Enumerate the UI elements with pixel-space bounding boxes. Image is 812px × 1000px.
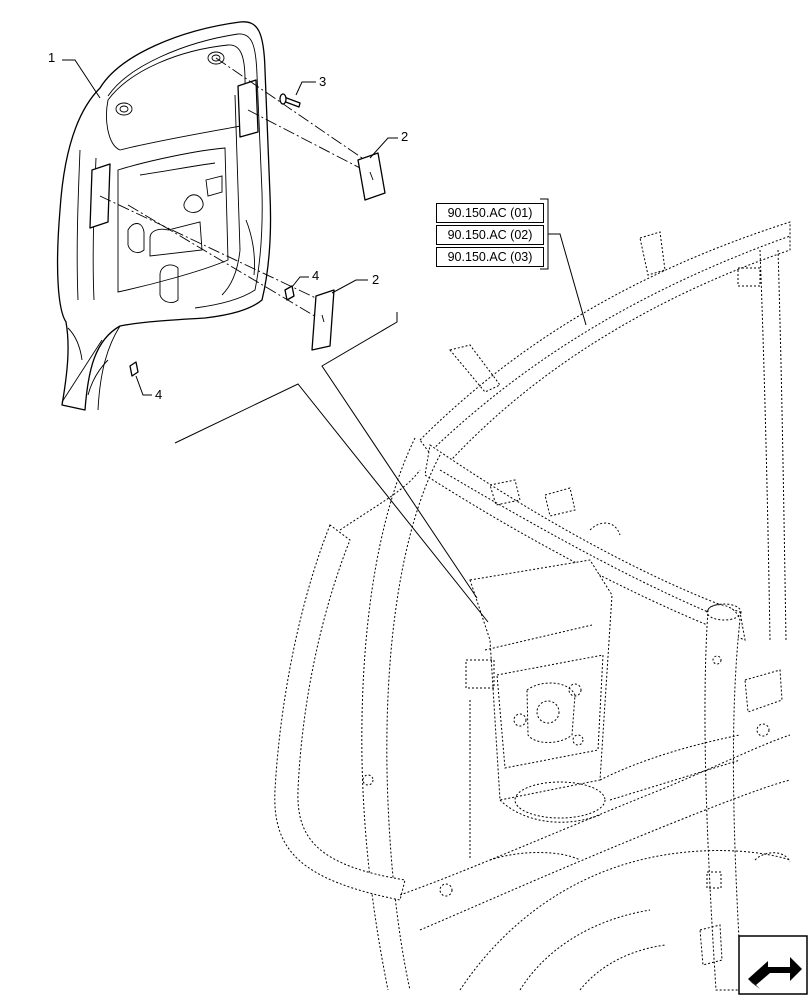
next-page-arrow-icon[interactable] (738, 935, 808, 995)
callout-1: 1 (48, 50, 55, 65)
rivet-upper[interactable] (284, 285, 295, 301)
screw[interactable] (279, 93, 301, 108)
cab-frame (274, 221, 791, 991)
rivet-lower[interactable] (129, 361, 139, 377)
clip-lower[interactable] (311, 289, 335, 351)
callout-4-upper: 4 (312, 268, 319, 283)
seat-back-cover[interactable] (56, 21, 272, 411)
callout-2-lower: 2 (372, 272, 379, 287)
reference-box-01[interactable]: 90.150.AC (01) (436, 203, 544, 223)
leader-lines (62, 59, 587, 623)
reference-box-03[interactable]: 90.150.AC (03) (436, 247, 544, 267)
clip-upper[interactable] (357, 152, 386, 201)
reference-box-02[interactable]: 90.150.AC (02) (436, 225, 544, 245)
callout-3: 3 (319, 74, 326, 89)
callout-4-lower: 4 (155, 387, 162, 402)
callout-2-upper: 2 (401, 129, 408, 144)
